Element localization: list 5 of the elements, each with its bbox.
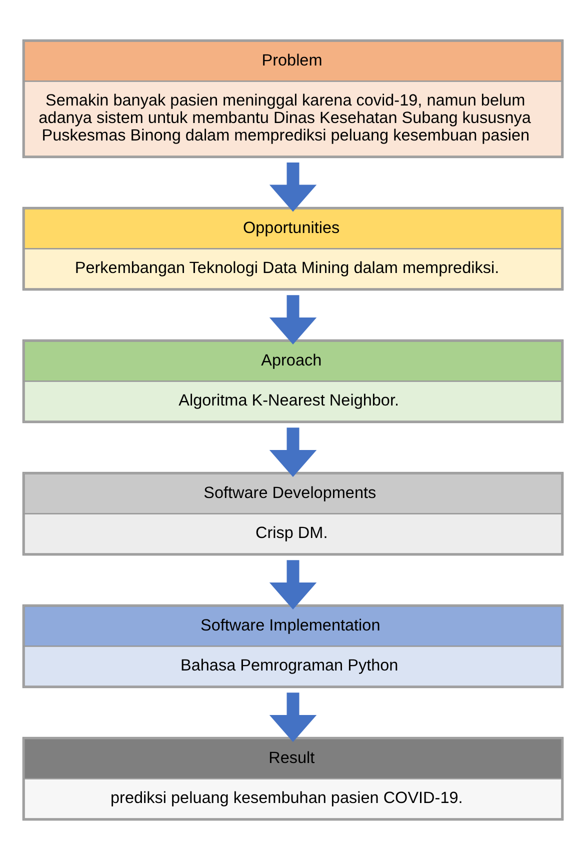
arrow	[269, 294, 317, 344]
arrow	[269, 162, 317, 212]
arrow	[269, 692, 317, 742]
arrow	[269, 427, 317, 476]
arrow	[269, 560, 317, 609]
